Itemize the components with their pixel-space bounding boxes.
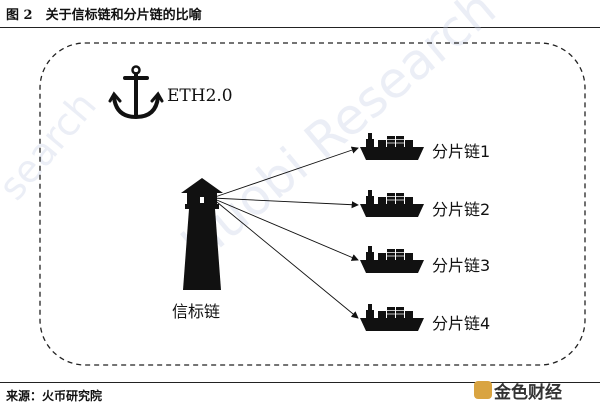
shard-chain-label-4: 分片链4 [432,314,491,333]
connections [211,146,359,319]
brand-text: 金色财经 [494,383,562,403]
anchor-icon [108,65,164,120]
ship-icon-2 [360,190,424,217]
eth2-boundary [39,42,586,366]
figure-title: 图 2 关于信标链和分片链的比喻 [6,8,202,23]
beacon-chain-label: 信标链 [172,302,221,321]
top-rule [0,27,600,28]
shard-chain-label-2: 分片链2 [432,200,491,219]
ships-group [360,133,424,331]
bottom-rule [0,382,600,383]
eth2-label: ETH2.0 [167,86,233,106]
brand-logo-icon [474,381,492,399]
shard-chain-label-3: 分片链3 [432,256,491,275]
arrow-shard-4 [211,197,359,319]
arrow-shard-2 [211,197,359,209]
figure-source: 来源：火币研究院 [6,389,103,403]
ship-icon-4 [360,304,424,331]
arrow-shard-1 [211,146,359,199]
arrow-shard-3 [211,197,359,261]
ship-icon-1 [360,133,424,160]
lighthouse-icon [181,178,223,290]
ship-icon-3 [360,246,424,273]
shard-chain-label-1: 分片链1 [432,142,491,161]
